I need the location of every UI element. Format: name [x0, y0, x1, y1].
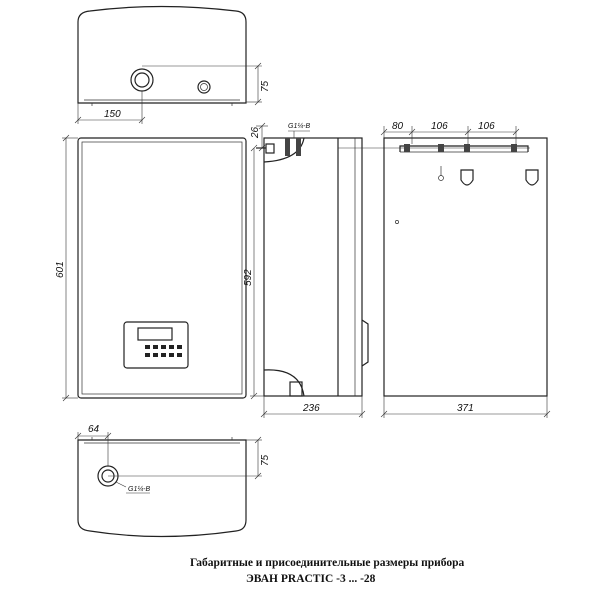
front-view: 601	[55, 134, 247, 402]
dim-side-top-offset: 26	[250, 126, 261, 139]
side-bottom-fitting	[289, 381, 303, 397]
side-bracket	[361, 319, 369, 367]
top-view: 75 150	[74, 5, 271, 124]
side-view: 26 G1¼-B 592 236	[243, 122, 530, 418]
dim-top-width: 150	[104, 109, 121, 120]
dim-side-depth: 236	[302, 403, 320, 414]
top-pipe-small	[197, 80, 211, 94]
dim-top-depth: 75	[260, 80, 271, 92]
caption-model: ЭВАН PRACTIC -3 ... -28	[246, 573, 376, 585]
bottom-view: G1¼-B 64 75	[74, 424, 271, 538]
dim-side-height: 592	[243, 269, 254, 286]
back-view: 80 106 106 371	[380, 121, 551, 418]
dim-back-offset: 80	[392, 121, 404, 132]
thread-label-side: G1¼-B	[288, 123, 311, 130]
panel-buttons	[145, 345, 182, 357]
back-hooks	[404, 144, 517, 152]
dim-bottom-depth: 75	[260, 454, 271, 466]
caption-title: Габаритные и присоединительные размеры п…	[190, 557, 465, 569]
top-pipe-large	[130, 68, 154, 92]
dim-back-width: 371	[457, 403, 474, 414]
dim-front-height: 601	[55, 261, 66, 278]
side-bottom-pipe-arc	[263, 369, 305, 397]
dim-back-spacing-1: 106	[431, 121, 448, 132]
control-panel	[123, 321, 189, 369]
display-screen	[137, 327, 173, 341]
side-top-pipe-arc	[263, 137, 305, 163]
back-slots	[395, 166, 539, 224]
dim-back-spacing-2: 106	[478, 121, 495, 132]
dim-bottom-offset: 64	[88, 424, 100, 435]
thread-label-bottom: G1¼-B	[128, 486, 151, 493]
side-top-fittings	[256, 138, 301, 156]
